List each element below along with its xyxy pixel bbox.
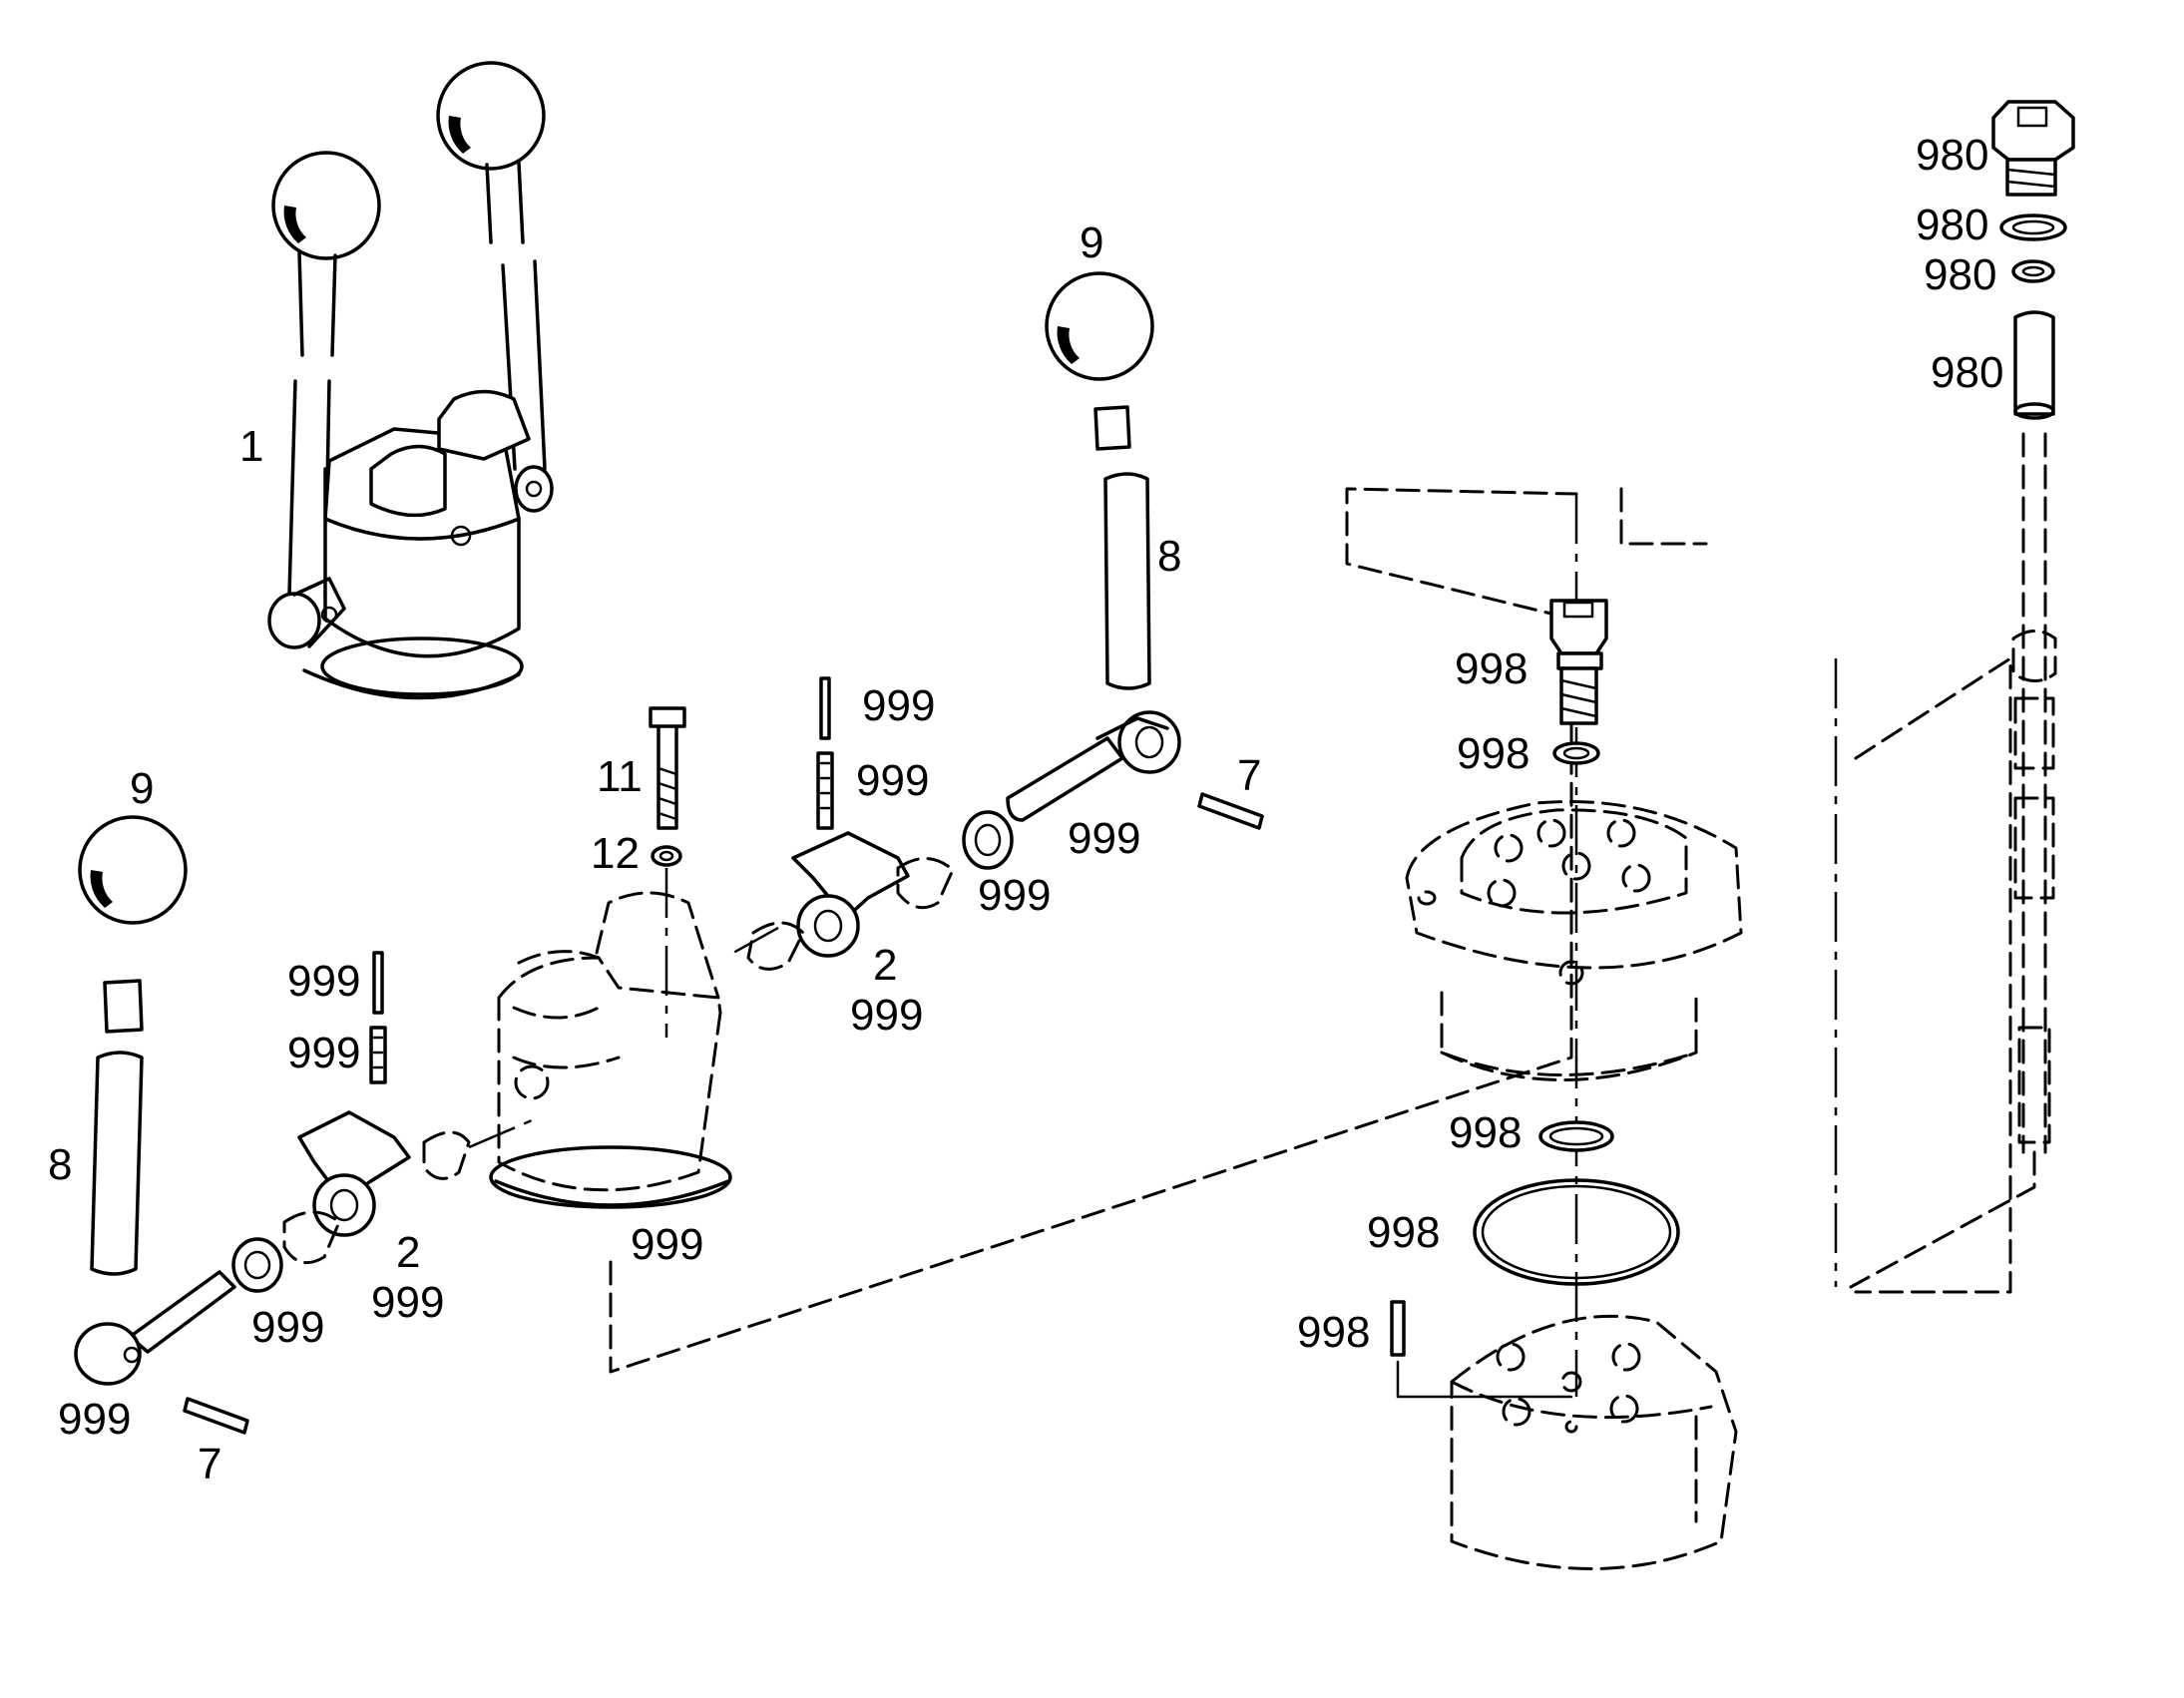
- callout-pin-top-right-b: 999: [856, 756, 929, 805]
- callout-pin-top-left-b: 999: [287, 1029, 360, 1077]
- callout-seal-right: 999: [978, 871, 1051, 920]
- pin-top-right-a: [819, 676, 831, 740]
- knob-insert-left: [103, 979, 144, 1034]
- plug-spring: [2013, 310, 2055, 416]
- housing-ring: [489, 1145, 732, 1209]
- callout-valve-oring-large: 998: [1367, 1208, 1440, 1257]
- cam-right: [746, 676, 955, 971]
- plug-oring: [2011, 259, 2055, 283]
- callout-seal-left: 999: [251, 1303, 324, 1352]
- dowel-pin: [1390, 1300, 1406, 1357]
- callout-housing-ring: 999: [631, 1220, 703, 1269]
- cam-left: [282, 951, 471, 1265]
- callout-valve-oring-mid: 998: [1449, 1108, 1522, 1157]
- callout-cam-left-num: 2: [396, 1228, 420, 1277]
- seal-left: [231, 1237, 283, 1293]
- washer: [651, 845, 682, 867]
- plug: [1991, 100, 2075, 162]
- plug-assembly: [1849, 100, 2075, 1289]
- valve-oring-top: [1552, 741, 1600, 765]
- pin-right: [1197, 792, 1264, 830]
- lever-left: [128, 1270, 236, 1354]
- callout-dowel-pin: 998: [1297, 1308, 1370, 1357]
- handle-assembly: [267, 61, 554, 700]
- right-lever-group: [962, 271, 1264, 870]
- handle-knob-right: [436, 61, 546, 171]
- callout-valve-oring-top: 998: [1457, 729, 1529, 778]
- callout-pin-top-right-a: 999: [862, 681, 935, 730]
- callout-knob-right: 9: [1080, 218, 1103, 267]
- tube-left: [90, 1051, 144, 1276]
- seal-right: [962, 810, 1014, 870]
- callout-cam-left-code: 999: [371, 1278, 444, 1327]
- pin-top-left-a: [372, 951, 384, 1015]
- knob-right: [1045, 271, 1154, 381]
- tube-right: [1103, 472, 1151, 690]
- callout-valve-cap: 998: [1455, 644, 1528, 693]
- valve-oring-large: [1473, 1178, 1680, 1286]
- assembly-leaders: [468, 487, 1578, 1374]
- lever-right: [1006, 736, 1124, 822]
- callout-lever-left: 999: [58, 1395, 131, 1444]
- handle-knob-left: [271, 151, 381, 260]
- callout-plug-oring: 980: [1924, 250, 1996, 299]
- callout-pin-top-left-a: 999: [287, 957, 360, 1006]
- pin-top-left-b: [369, 1026, 387, 1084]
- knob-left: [78, 815, 188, 925]
- valve-assembly: [1390, 487, 2012, 1570]
- callout-tube-right: 8: [1157, 532, 1181, 581]
- center-housing: [489, 706, 732, 1209]
- callout-pin-left: 7: [198, 1440, 221, 1488]
- callout-cam-right-num: 2: [873, 941, 897, 990]
- callout-screw: 11: [597, 752, 643, 801]
- callout-knob-left: 9: [130, 764, 154, 813]
- left-lever-group: [74, 815, 283, 1435]
- callout-plug: 980: [1916, 131, 1988, 180]
- callout-handle-assembly: 1: [239, 422, 263, 471]
- valve-cap: [1549, 599, 1608, 655]
- callout-pin-right: 7: [1237, 751, 1261, 800]
- callout-labels: 1 9 9 8 8 7 7 11 12 2 999 2 999 999 999 …: [48, 131, 2003, 1488]
- knob-insert: [1093, 405, 1131, 451]
- callout-plug-washer: 980: [1916, 201, 1988, 249]
- callout-tube-left: 8: [48, 1140, 72, 1189]
- callout-washer: 12: [591, 829, 640, 878]
- callout-cam-right-code: 999: [850, 991, 923, 1040]
- plug-washer: [1999, 213, 2067, 241]
- pin-left: [183, 1397, 249, 1435]
- callout-lever-right: 999: [1068, 814, 1140, 863]
- callout-plug-spring: 980: [1931, 348, 2003, 397]
